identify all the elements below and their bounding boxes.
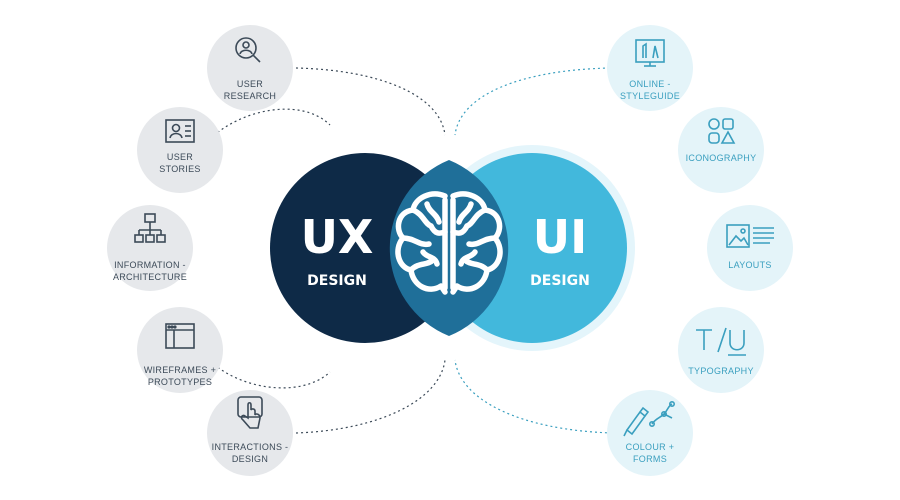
ux-node-bg [207, 25, 293, 111]
node-label-line: ICONOGRAPHY [686, 153, 757, 163]
node-label-line: ONLINE - [629, 79, 670, 89]
connector-styleguide [454, 67, 611, 136]
pen-color-icon [623, 400, 675, 437]
node-label-line: WIREFRAMES + [144, 365, 216, 375]
ui-subtitle: DESIGN [530, 273, 590, 289]
user-card-icon [165, 119, 195, 143]
ui-node-layouts: LAYOUTS [707, 205, 793, 291]
ui-node-typography: TYPOGRAPHY [678, 307, 764, 393]
node-label-line: INTERACTIONS - [212, 442, 289, 452]
connector-user-research [295, 67, 446, 136]
node-label-line: RESEARCH [224, 91, 276, 101]
magnifier-person-icon [235, 37, 261, 63]
node-label-line: STYLEGUIDE [620, 91, 680, 101]
ux-node-information-architecture: INFORMATION - ARCHITECTURE [107, 205, 193, 291]
ui-node-bg [607, 25, 693, 111]
touch-hand-icon [237, 396, 263, 429]
connector-user-stories [199, 108, 331, 151]
ui-node-iconography: ICONOGRAPHY [678, 107, 764, 193]
monitor-styleguide-icon [635, 39, 665, 67]
browser-window-icon [165, 323, 195, 349]
ui-title: UI [533, 210, 587, 264]
connector-colour-forms [454, 359, 613, 434]
ui-node-colour-forms: COLOUR + FORMS [607, 390, 693, 476]
ui-node-bg [707, 205, 793, 291]
ui-node-online-styleguide: ONLINE - STYLEGUIDE [607, 25, 693, 111]
ui-node-bg [607, 390, 693, 476]
node-label-line: LAYOUTS [728, 260, 771, 270]
connector-wireframes [199, 349, 331, 389]
brain-icon [395, 191, 503, 295]
shapes-icon [708, 118, 736, 144]
circle-overlap [389, 160, 509, 336]
sitemap-icon [134, 213, 166, 243]
ux-node-bg [207, 390, 293, 476]
ux-subtitle: DESIGN [307, 273, 367, 289]
node-label-line: ARCHITECTURE [113, 272, 187, 282]
typography-icon [696, 327, 746, 356]
ux-node-wireframes-prototypes: WIREFRAMES + PROTOTYPES [137, 307, 223, 393]
ux-node-user-research: USER RESEARCH [207, 25, 293, 111]
connector-interactions [295, 359, 446, 434]
ui-node-bg [678, 107, 764, 193]
ux-node-bg [137, 307, 223, 393]
node-label-line: INFORMATION - [114, 260, 186, 270]
ux-title: UX [301, 210, 374, 264]
node-label-line: USER [237, 79, 263, 89]
ux-node-bg [137, 107, 223, 193]
ui-node-bg [678, 307, 764, 393]
node-label-line: TYPOGRAPHY [688, 366, 754, 376]
node-label-line: COLOUR + [626, 442, 675, 452]
node-label-line: DESIGN [232, 454, 268, 464]
ux-node-interactions-design: INTERACTIONS - DESIGN [207, 390, 293, 476]
ux-node-bg [107, 205, 193, 291]
node-label-line: STORIES [159, 164, 200, 174]
node-label-line: PROTOTYPES [148, 377, 212, 387]
connectors [199, 67, 613, 434]
ux-node-user-stories: USER STORIES [137, 107, 223, 193]
node-label-line: USER [167, 152, 193, 162]
layout-icon [726, 224, 774, 248]
node-label-line: FORMS [633, 454, 667, 464]
